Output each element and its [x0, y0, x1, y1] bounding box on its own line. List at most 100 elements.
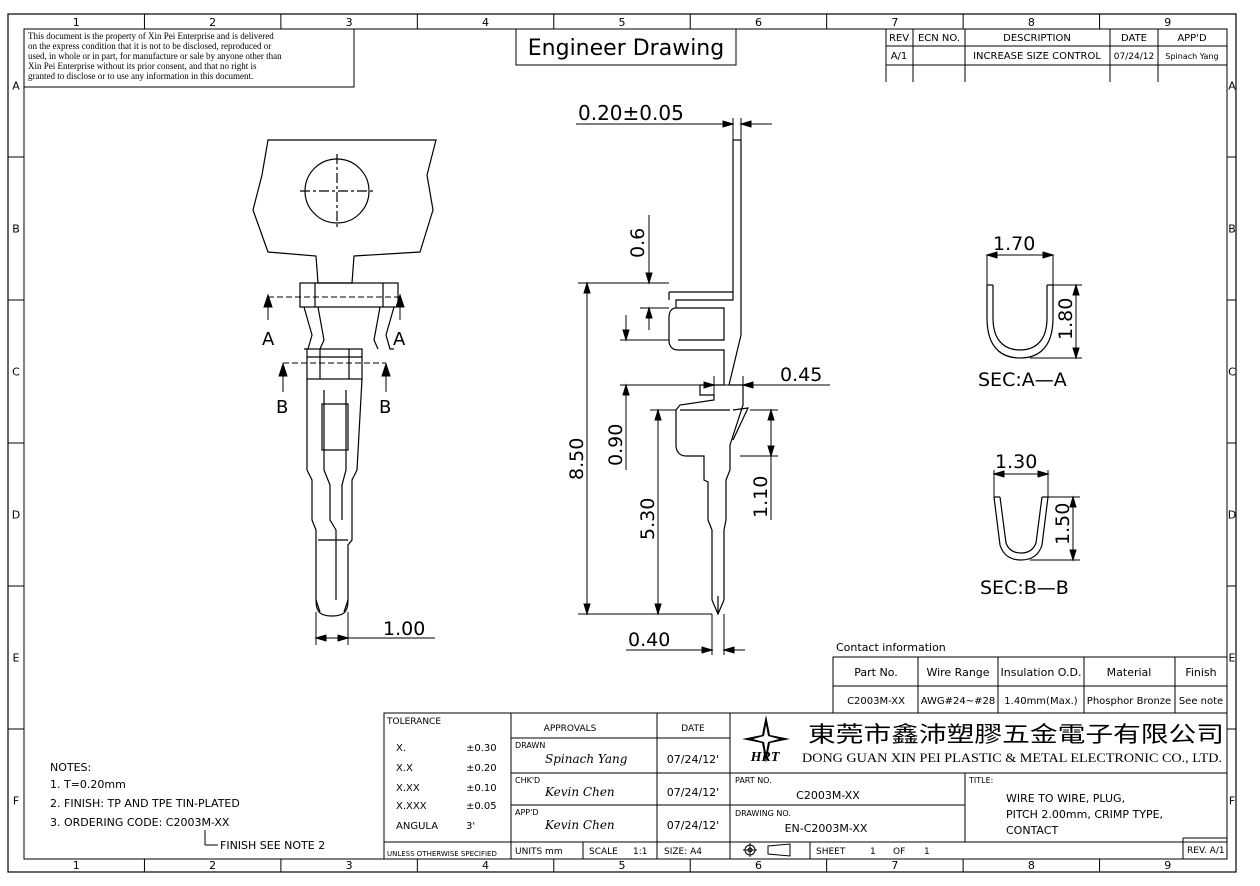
drawn-date: 07/24/12': [667, 753, 719, 766]
grid-row-label-left: C: [12, 366, 20, 379]
tolerance-value: 3': [466, 821, 475, 832]
disclaimer-line: used, in whole or in part, for manufactu…: [28, 51, 282, 61]
contact-header-part: Part No.: [854, 666, 897, 679]
section-mark-a-left: A: [262, 329, 275, 350]
side-view: [668, 139, 750, 616]
company-logo-icon: HRT: [742, 715, 790, 765]
disclaimer-text: This document is the property of Xin Pei…: [28, 31, 282, 81]
note-callout-leader: [204, 830, 218, 846]
grid-row-label-left: B: [12, 223, 20, 236]
scale-label: SCALE: [589, 847, 618, 857]
dim-0-6-label: 0.6: [627, 228, 649, 258]
disclaimer-line: Xin Pei Enterprise without its prior con…: [28, 61, 257, 71]
approved-role: APP'D: [515, 808, 538, 817]
notes-header: NOTES:: [50, 761, 91, 774]
section-aa-drawing: [986, 284, 1054, 359]
tolerance-key: X.: [396, 743, 406, 754]
approved-date: 07/24/12': [667, 819, 719, 832]
title-line-1: WIRE TO WIRE, PLUG,: [1006, 792, 1125, 805]
title-line-2: PITCH 2.00mm, CRIMP TYPE,: [1006, 808, 1163, 821]
description-header: DESCRIPTION: [1003, 33, 1071, 44]
section-bb-dims: [992, 470, 1080, 562]
tolerance-value: ±0.05: [466, 801, 497, 812]
tolerance-key: X.XX: [396, 783, 420, 794]
grid-col-label-bottom: 9: [1164, 859, 1171, 872]
sec-aa-title: SEC:A—A: [978, 369, 1067, 391]
grid-col-label-top: 8: [1028, 16, 1035, 29]
grid-col-label-bottom: 8: [1028, 859, 1035, 872]
disclaimer-box: [23, 28, 355, 88]
tolerance-value: ±0.10: [466, 783, 497, 794]
dim-thickness-label: 0.20±0.05: [578, 101, 684, 125]
sheet-total: 1: [924, 847, 930, 857]
grid-col-label-top: 6: [755, 16, 762, 29]
note-item: 2. FINISH: TP AND TPE TIN-PLATED: [50, 797, 240, 810]
date-value: 07/24/12: [1114, 52, 1154, 62]
section-mark-a-right: A: [393, 329, 406, 350]
scale-value: 1:1: [633, 847, 647, 857]
contact-caption: Contact information: [836, 641, 946, 654]
checked-role: CHK'D: [515, 776, 540, 785]
grid-row-label-right: A: [1228, 80, 1236, 93]
units-label: UNITS mm: [515, 847, 563, 857]
grid-col-label-bottom: 7: [891, 859, 898, 872]
sheet-number: 1: [870, 847, 876, 857]
checked-name: Kevin Chen: [544, 785, 615, 799]
contact-part-value: C2003M-XX: [847, 696, 905, 707]
company-logo-text: HRT: [750, 750, 781, 765]
grid-col-label-bottom: 1: [73, 859, 80, 872]
appd-header: APP'D: [1177, 33, 1207, 44]
contact-finish-value: See note: [1179, 696, 1223, 707]
grid-ticks: [8, 14, 1236, 872]
grid-row-label-right: F: [1229, 795, 1235, 808]
contact-header-finish: Finish: [1185, 666, 1216, 679]
grid-row-label-left: D: [12, 509, 20, 522]
grid-row-label-right: D: [1228, 509, 1236, 522]
sec-bb-title: SEC:B—B: [980, 577, 1069, 599]
third-angle-projection-icon: [743, 843, 791, 857]
section-mark-b-right: B: [379, 397, 391, 418]
grid-col-label-top: 1: [73, 16, 80, 29]
revision-box: REV. A/1: [1187, 846, 1225, 856]
dim-0-45-label: 0.45: [780, 364, 822, 386]
note-item: 1. T=0.20mm: [50, 778, 126, 791]
part-no-label: PART NO.: [735, 776, 772, 785]
title-label: TITLE:: [968, 776, 993, 785]
tolerance-key: X.X: [396, 763, 413, 774]
disclaimer-line: on the express condition that it is not …: [28, 41, 271, 51]
contact-header-wire: Wire Range: [926, 666, 989, 679]
dim-1-10-label: 1.10: [750, 476, 772, 518]
grid-row-label-left: F: [13, 795, 19, 808]
disclaimer-line: This document is the property of Xin Pei…: [28, 31, 274, 41]
tolerance-value: ±0.20: [466, 763, 497, 774]
sec-aa-width-label: 1.70: [993, 233, 1035, 255]
revision-headers: REV ECN NO. DESCRIPTION DATE APP'D A/1 I…: [889, 33, 1219, 62]
grid-col-label-bottom: 4: [482, 859, 489, 872]
approvals-header: APPROVALS: [544, 724, 597, 734]
grid-col-label-top: 2: [209, 16, 216, 29]
dim-8-50-label: 8.50: [566, 438, 588, 480]
tolerance-key: ANGULA: [396, 821, 438, 832]
tolerance-footer: UNLESS OTHERWISE SPECIFIED: [387, 850, 497, 858]
drawing-no-label: DRAWING NO.: [735, 809, 791, 818]
date-header: DATE: [1121, 33, 1147, 44]
company-chinese-name: 東莞市鑫沛塑膠五金電子有限公司: [808, 722, 1224, 747]
grid-row-label-left: A: [12, 80, 20, 93]
contact-material-value: Phosphor Bronze: [1087, 696, 1171, 707]
rev-value: A/1: [891, 51, 908, 62]
section-marks: [263, 293, 405, 392]
revision-table: [885, 28, 1228, 82]
contact-header-material: Material: [1107, 666, 1152, 679]
contact-table-text: Part No. Wire Range Insulation O.D. Mate…: [847, 666, 1223, 707]
size-label: SIZE: A4: [664, 847, 702, 857]
drawn-role: DRAWN: [515, 741, 545, 750]
rev-header: REV: [889, 33, 909, 44]
dim-0-40-label: 0.40: [628, 629, 670, 651]
drawing-title: Engineer Drawing: [528, 36, 724, 61]
section-mark-b-left: B: [276, 397, 288, 418]
tolerance-rows: X. ±0.30 X.X ±0.20 X.XX ±0.10 X.XXX ±0.0…: [396, 743, 497, 832]
section-aa-dims: [985, 251, 1082, 360]
part-no-value: C2003M-XX: [796, 789, 860, 802]
